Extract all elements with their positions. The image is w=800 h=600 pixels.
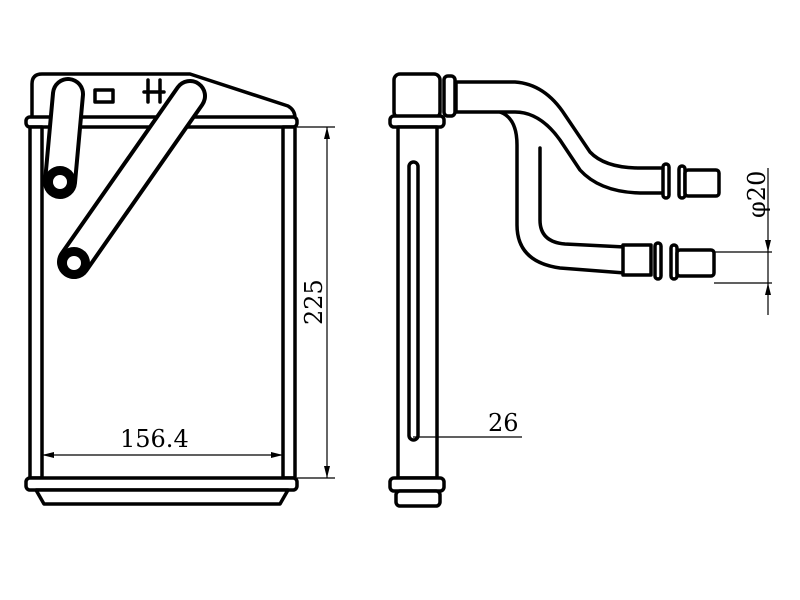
diameter-dimension: φ20 (714, 168, 772, 315)
width-dimension: 156.4 (42, 425, 283, 458)
upper-pipe-collar (442, 74, 457, 118)
side-top-tank (392, 72, 442, 120)
side-bottom-header (388, 476, 446, 493)
top-tank (30, 72, 297, 120)
height-label: 225 (300, 279, 328, 325)
height-dimension: 225 (297, 126, 335, 479)
front-view: 225 156.4 (24, 72, 335, 506)
side-bottom-tank (394, 489, 442, 508)
lower-pipe-end (675, 248, 716, 278)
bottom-header-plate (24, 476, 299, 492)
bottom-tank (34, 488, 290, 506)
diameter-label: φ20 (743, 171, 771, 218)
depth-label: 26 (488, 409, 519, 437)
fitting (93, 78, 166, 104)
left-side-frame (28, 125, 44, 480)
side-view: 26 φ20 (388, 72, 772, 508)
upper-pipe (454, 80, 667, 195)
lower-pipe (498, 110, 627, 275)
side-slot (407, 160, 420, 442)
right-side-frame (281, 125, 297, 480)
depth-dimension: 26 (413, 409, 522, 438)
width-label: 156.4 (120, 425, 189, 453)
upper-pipe-end (683, 168, 721, 198)
